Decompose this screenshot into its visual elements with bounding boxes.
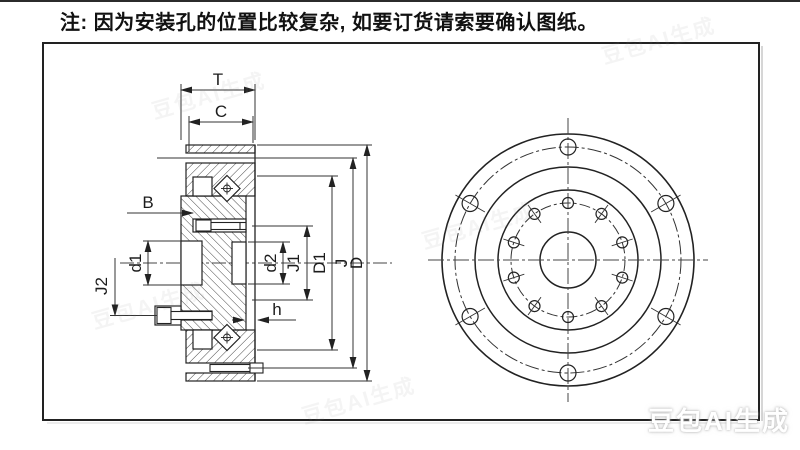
inner-bolt-holes [503, 196, 633, 324]
inner-bolt-hole [507, 271, 520, 284]
outer-bolt-hole [657, 307, 675, 326]
outer-bolt-hole-centermark [650, 194, 681, 213]
inner-bolt-hole [528, 300, 541, 313]
inner-bolt-hole-centermark [503, 273, 525, 282]
outer-bolt-holes [455, 138, 681, 382]
d2-bore [231, 241, 247, 285]
j2-screw [156, 306, 213, 325]
dim-D: D [347, 257, 366, 269]
inner-bolt-hole [561, 196, 575, 210]
front-view [428, 118, 708, 402]
dim-B: B [142, 193, 153, 212]
j1-screw [195, 219, 246, 232]
watermark-text: 豆包AI生成 [648, 406, 791, 436]
note-text: 注: 因为安装孔的位置比较复杂, 如要订货请索要确认图纸。 [60, 12, 598, 34]
inner-bolt-hole [507, 236, 520, 249]
outer-bolt-hole [559, 138, 577, 156]
inner-bolt-hole-centermark [527, 296, 542, 316]
outer-bolt-hole [559, 364, 577, 382]
dim-d1: d1 [126, 254, 145, 273]
outer-bolt-hole-centermark [455, 307, 486, 326]
dim-D1: D1 [310, 252, 329, 274]
outer-bolt-hole [461, 194, 479, 213]
dim-h: h [272, 300, 281, 319]
dim-d2: d2 [261, 254, 280, 273]
inner-bolt-hole [561, 310, 575, 324]
dim-J: J [332, 259, 351, 268]
section-view: T C B h d1 J2 d2 J1 D1 J D [92, 70, 392, 382]
dim-C: C [215, 102, 227, 121]
inner-bolt-hole-centermark [594, 296, 609, 316]
section-dimensions [110, 84, 372, 382]
outer-bolt-hole [461, 307, 479, 326]
inner-bolt-hole-centermark [611, 238, 633, 247]
d1-bore [180, 240, 203, 286]
outer-ring-section [185, 144, 256, 382]
section-dimension-labels: T C B h d1 J2 d2 J1 D1 J D [92, 70, 366, 319]
inner-bolt-hole [616, 236, 629, 249]
drawing-frame [42, 42, 763, 424]
inner-bolt-hole-centermark [594, 204, 609, 224]
inner-bolt-hole [528, 207, 541, 220]
outer-bolt-hole-centermark [650, 307, 681, 326]
inner-bolt-hole-centermark [611, 273, 633, 282]
outer-bolt-hole-centermark [455, 194, 486, 213]
dim-J2: J2 [92, 277, 111, 295]
inner-bolt-hole-centermark [503, 238, 525, 247]
dim-T: T [213, 70, 223, 89]
inner-bolt-hole [616, 271, 629, 284]
inner-bolt-hole [595, 207, 608, 220]
dim-J1: J1 [284, 254, 303, 272]
inner-bolt-hole [595, 300, 608, 313]
top-edge-bar [0, 0, 800, 2]
inner-bolt-hole-centermark [527, 204, 542, 224]
outer-bolt-hole [657, 194, 675, 213]
crossed-rollers [213, 174, 241, 352]
front-view-centerlines [428, 118, 708, 402]
